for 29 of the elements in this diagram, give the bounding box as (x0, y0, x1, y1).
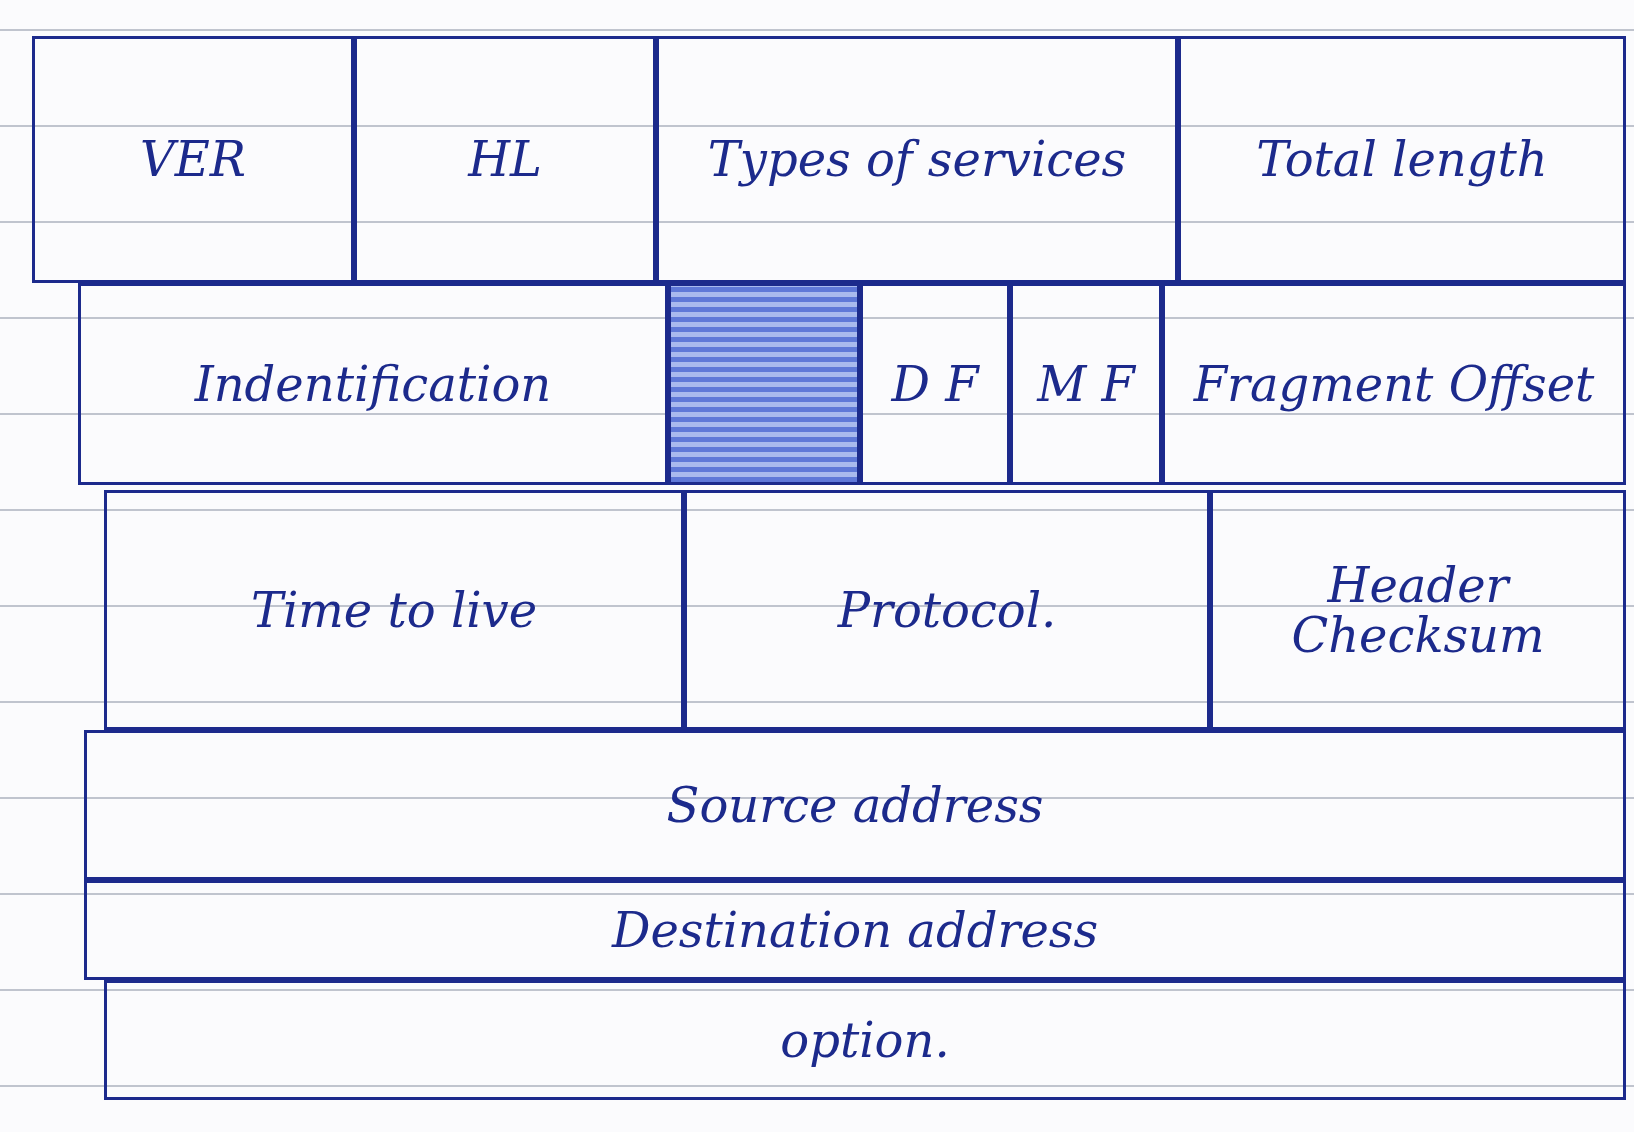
header-field-box (1210, 490, 1626, 730)
field-label: Destination address (610, 900, 1100, 960)
field-label: Indentification (193, 354, 553, 414)
header-field-box (84, 730, 1626, 880)
header-field-box (104, 490, 684, 730)
field-label: Protocol. (836, 580, 1058, 640)
header-field-box (1010, 283, 1162, 485)
field-label: Source address (665, 775, 1045, 835)
field-label: Total length (1255, 130, 1549, 189)
header-field-box (32, 36, 354, 283)
header-field-box (1178, 36, 1626, 283)
shaded-field-box (668, 283, 860, 485)
field-label: HL (466, 130, 543, 189)
header-field-box (104, 980, 1626, 1100)
header-field-box (860, 283, 1010, 485)
field-label: Time to live (249, 580, 539, 640)
field-label: Header Checksum (1290, 555, 1546, 665)
field-label: Fragment Offset (1192, 354, 1596, 414)
header-field-box (684, 490, 1210, 730)
header-field-box (354, 36, 656, 283)
field-label: VER (139, 130, 247, 189)
field-label: M F (1035, 354, 1137, 414)
field-label: Types of services (706, 130, 1128, 189)
field-label: option. (779, 1010, 951, 1070)
header-field-box (84, 880, 1626, 980)
field-label: D F (890, 354, 981, 414)
header-field-box (656, 36, 1178, 283)
header-field-box (1162, 283, 1626, 485)
header-field-box (78, 283, 668, 485)
